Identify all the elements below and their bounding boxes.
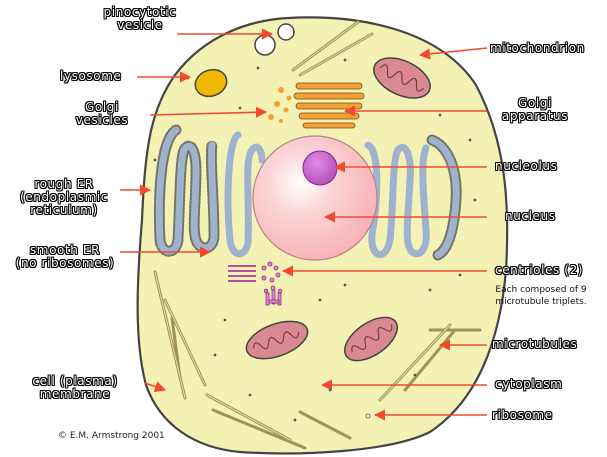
- centriole-shape: [228, 265, 256, 282]
- label-nucleus: nucleus: [505, 209, 556, 223]
- mitochondrion-shape: [245, 320, 309, 360]
- rough-er-right-shape: [428, 136, 460, 259]
- pinocytotic-vesicle: [254, 34, 276, 56]
- label-lysosome: lysosome: [60, 69, 122, 83]
- golgi-vesicles-shape: [268, 87, 292, 123]
- smooth-er-shape: [224, 131, 266, 258]
- pinocytotic-vesicle: [277, 23, 295, 41]
- leader-arrows: [120, 28, 488, 421]
- centriole-shape: [263, 285, 283, 306]
- label-mitochondrion: mitochondrion: [490, 41, 585, 55]
- label-nucleolus: nucleolus: [495, 159, 558, 173]
- label-smooth-er: smooth ER(no ribosomes): [15, 243, 115, 270]
- microtubule-highlight: [154, 21, 451, 441]
- mitochondrion-shape: [373, 57, 431, 99]
- nucleolus-shape: [302, 150, 338, 186]
- smooth-er-right-shape: [364, 141, 430, 258]
- label-cell-membrane: cell (plasma)membrane: [32, 374, 118, 401]
- label-ribosome: ribosome: [492, 408, 553, 422]
- lysosome-shape: [194, 68, 228, 98]
- centriole-shape: [261, 261, 281, 283]
- mitochondrion-shape: [344, 316, 398, 362]
- label-cytoplasm: cytoplasm: [495, 377, 563, 391]
- label-centrioles: centrioles (2): [495, 263, 584, 277]
- rough-er-body: [155, 126, 218, 255]
- label-microtubules: microtubules: [492, 337, 578, 351]
- copyright-notice: © E.M. Armstrong 2001: [58, 431, 165, 441]
